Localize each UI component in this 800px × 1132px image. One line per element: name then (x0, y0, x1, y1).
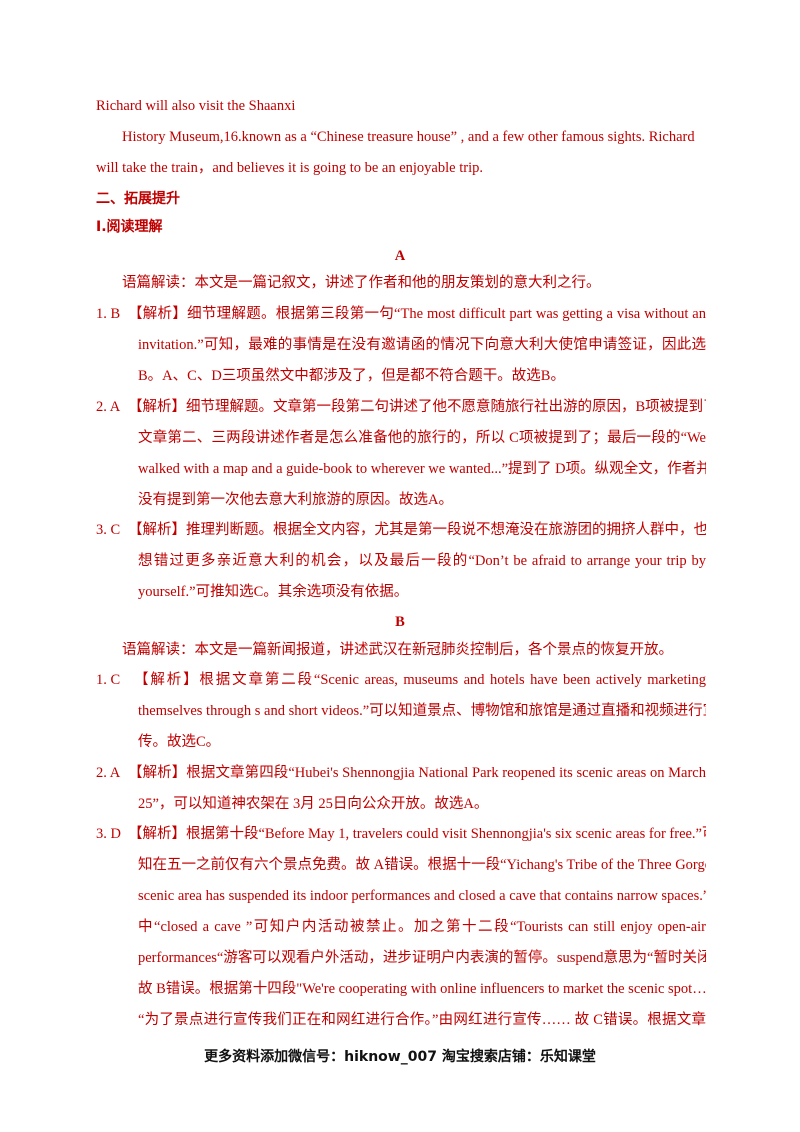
answer-b3-line: 【解析】根据第十段“Before May 1, travelers could … (128, 826, 706, 842)
answer-a2-line: 没有提到第一次他去意大利旅游的原因。故选A。 (138, 492, 453, 508)
passage-b-label: B (395, 614, 405, 630)
answer-a2-line: 【解析】细节理解题。文章第一段第二句讲述了他不愿意随旅行社出游的原因，B项被提到… (128, 399, 706, 415)
answer-b2-line: 25”，可以知道神农架在 3月 25日向公众开放。故选A。 (138, 796, 489, 812)
answer-a3-line: 【解析】推理判断题。根据全文内容，尤其是第一段说不想淹没在旅游团的拥挤人群中，也… (128, 522, 706, 538)
answer-a2-number: 2. A (96, 399, 121, 415)
answer-b2-number: 2. A (96, 765, 121, 781)
answer-a2-line: walked with a map and a guide-book to wh… (138, 461, 706, 477)
answer-a1-line: invitation.”可知，最难的事情是在没有邀请函的情况下向意大利大使馆申请… (138, 337, 706, 353)
footer-note: 更多资料添加微信号：hiknow_007 淘宝搜索店铺：乐知课堂 (204, 1049, 596, 1065)
section-title: 二、拓展提升 (96, 191, 180, 207)
answer-b2-line: 【解析】根据文章第四段“Hubei's Shennongjia National… (128, 765, 706, 781)
answer-a3-number: 3. C (96, 522, 121, 538)
answer-a2-line: 文章第二、三两段讲述作者是怎么准备他的旅行的，所以 C项被提到了；最后一段的“W… (138, 430, 706, 446)
answer-b3-line: performances“游客可以观看户外活动，进步证明户内表演的暂停。susp… (138, 950, 706, 966)
answer-b1-line: 【解析】根据文章第二段“Scenic areas, museums and ho… (134, 672, 706, 688)
answer-b3-line: scenic area has suspended its indoor per… (138, 888, 706, 904)
answer-b3-line: “为了景点进行宣传我们正在和网红进行合作。”由网红进行宣传…… 故 C错误。根据… (138, 1012, 706, 1028)
answer-b3-line: 故 B错误。根据第十四段"We're cooperating with onli… (138, 981, 706, 997)
passage-a-label: A (394, 248, 406, 264)
passage-b-summary: 语篇解读：本文是一篇新闻报道，讲述武汉在新冠肺炎控制后，各个景点的恢复开放。 (122, 642, 673, 658)
intro-line-2: History Museum,16.known as a “Chinese tr… (122, 129, 695, 145)
answer-a3-line: yourself.”可推知选C。其余选项没有依据。 (138, 584, 409, 600)
intro-line-3: will take the train，and believes it is g… (96, 160, 483, 176)
answer-b1-line: 传。故选C。 (138, 734, 221, 750)
answer-a1-number: 1. B (96, 306, 121, 322)
answer-b3-number: 3. D (96, 826, 121, 842)
subsection-title: I.阅读理解 (96, 219, 163, 235)
answer-b3-line: 中“closed a cave ”可知户内活动被禁止。加之第十二段“Touris… (138, 919, 706, 935)
answer-a3-line: 想错过更多亲近意大利的机会，以及最后一段的“Don’t be afraid to… (138, 553, 706, 569)
answer-b1-line: themselves through s and short videos.”可… (138, 703, 706, 719)
answer-a1-line: B。A、C、D三项虽然文中都涉及了，但是都不符合题干。故选B。 (138, 368, 565, 384)
answer-b1-number: 1. C (96, 672, 121, 688)
passage-a-summary: 语篇解读：本文是一篇记叙文，讲述了作者和他的朋友策划的意大利之行。 (122, 275, 601, 291)
answer-a1-line: 【解析】细节理解题。根据第三段第一句“The most difficult pa… (128, 306, 706, 322)
answer-b3-line: 知在五一之前仅有六个景点免费。故 A错误。根据十一段“Yichang's Tri… (138, 857, 706, 873)
intro-line-1: Richard will also visit the Shaanxi (96, 98, 296, 114)
